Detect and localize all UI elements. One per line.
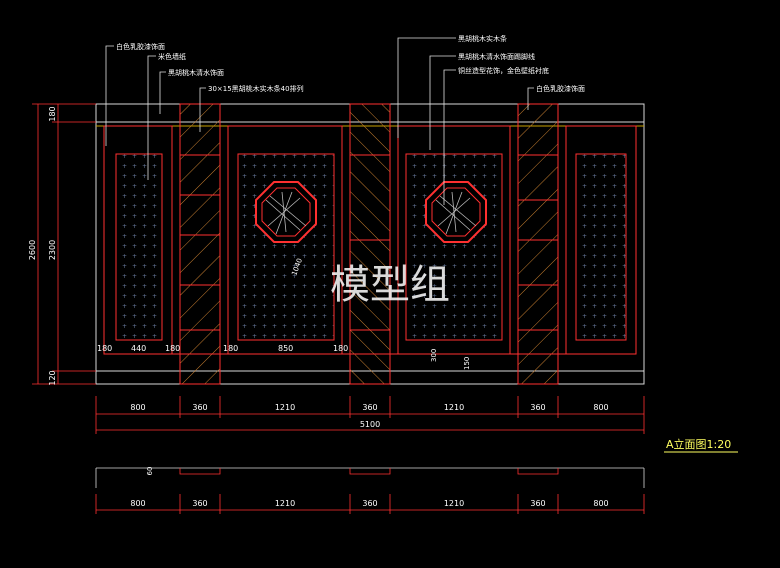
wood-pilasters bbox=[179, 103, 559, 385]
plan-dim-seg-3: 1210 bbox=[275, 499, 295, 508]
left-dimensions bbox=[32, 103, 96, 385]
dim-panel-side-left: 180 bbox=[97, 344, 112, 353]
callout-white-latex-paint: 白色乳胶漆饰面 bbox=[116, 42, 165, 51]
callout-walnut-skirting: 黑胡桃木清水饰面踢脚线 bbox=[458, 52, 535, 61]
dim-seg-7: 800 bbox=[593, 403, 608, 412]
octagon-ornament-right bbox=[425, 181, 487, 243]
dim-seg-1: 800 bbox=[130, 403, 145, 412]
plan-dim-seg-6: 360 bbox=[530, 499, 545, 508]
callout-white-latex-paint-right: 白色乳胶漆饰面 bbox=[536, 84, 585, 93]
dim-total-width: 5100 bbox=[360, 420, 380, 429]
dim-top-band: 180 bbox=[48, 106, 57, 121]
dim-bottom-band: 120 bbox=[48, 370, 57, 385]
watermark: 模型组 bbox=[330, 262, 450, 308]
plan-dim-seg-7: 800 bbox=[593, 499, 608, 508]
plan-dim-seg-4: 360 bbox=[362, 499, 377, 508]
dim-seg-3: 1210 bbox=[275, 403, 295, 412]
callout-walnut-strips: 30×15黑胡桃木实木条40排列 bbox=[208, 84, 304, 93]
dim-plan-depth: 60 bbox=[146, 467, 154, 476]
dim-panel-b-side-right: 180 bbox=[333, 344, 348, 353]
callout-walnut-solid-strip: 黑胡桃木实木条 bbox=[458, 34, 507, 43]
leader-lines bbox=[105, 37, 534, 205]
dim-panel-side-right: 180 bbox=[165, 344, 180, 353]
plan-dim-seg-2: 360 bbox=[192, 499, 207, 508]
dim-seg-4: 360 bbox=[362, 403, 377, 412]
dim-v300: 300 bbox=[430, 349, 438, 362]
dim-seg-6: 360 bbox=[530, 403, 545, 412]
dim-panel-b-width: 850 bbox=[278, 344, 293, 353]
dim-seg-5: 1210 bbox=[444, 403, 464, 412]
callout-beige-wallpaper: 米色墙纸 bbox=[158, 52, 186, 61]
bottom-dimension-chain bbox=[95, 396, 645, 434]
plan-dimension-chain bbox=[95, 494, 645, 514]
dim-panel-width-left: 440 bbox=[131, 344, 146, 353]
drawing-title: A立面图1:20 bbox=[666, 437, 731, 451]
plan-view bbox=[95, 467, 645, 488]
dim-v150: 150 bbox=[463, 357, 471, 370]
plan-dim-seg-1: 800 bbox=[130, 499, 145, 508]
callout-walnut-finish: 黑胡桃木清水饰面 bbox=[168, 68, 224, 77]
dim-total-height: 2600 bbox=[28, 240, 37, 260]
dim-panel-b-side-left: 180 bbox=[223, 344, 238, 353]
dim-wall-height: 2300 bbox=[48, 240, 57, 260]
callout-copper-ornament: 铜丝造型花饰，金色壁纸衬底 bbox=[458, 66, 549, 75]
dim-seg-2: 360 bbox=[192, 403, 207, 412]
octagon-ornament-left bbox=[255, 181, 317, 243]
plan-dim-seg-5: 1210 bbox=[444, 499, 464, 508]
